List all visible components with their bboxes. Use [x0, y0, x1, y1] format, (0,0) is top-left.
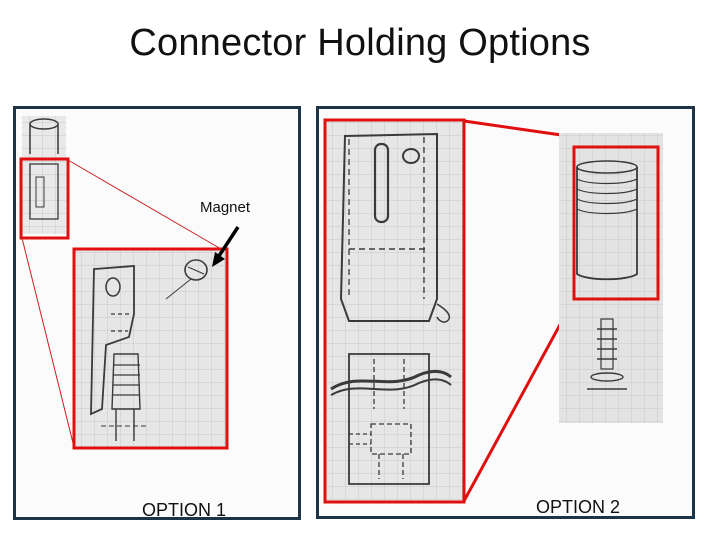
- option-2-label: OPTION 2: [536, 497, 621, 517]
- option-1-panel: [13, 106, 301, 520]
- option-1-label: OPTION 1: [142, 500, 227, 520]
- zoom-highlight-box: [72, 247, 229, 450]
- overview-photo: [22, 116, 66, 234]
- magnet-arrow: [212, 226, 240, 267]
- overview-photo: [559, 133, 663, 423]
- option-2-panel: [316, 106, 695, 519]
- zoom-line-top: [67, 159, 222, 250]
- overview-highlight-box: [19, 157, 70, 240]
- magnet-annotation: Magnet: [200, 199, 251, 216]
- option-2-sketch: [323, 118, 663, 504]
- zoom-line-bottom: [462, 298, 576, 502]
- overview-highlight-box: [572, 145, 660, 301]
- zoom-line-bottom: [21, 237, 75, 448]
- detail-highlight-box: [323, 118, 466, 504]
- detail-photo: [326, 121, 463, 501]
- option-1-sketch: [19, 116, 240, 450]
- zoom-photo: [75, 250, 226, 447]
- page-title: Connector Holding Options: [129, 22, 591, 64]
